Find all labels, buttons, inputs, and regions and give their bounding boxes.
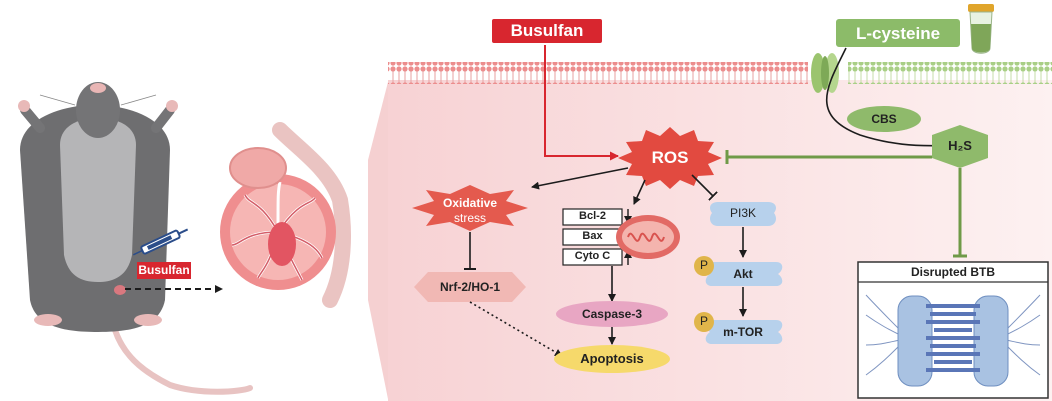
oxidative-stress-burst: [412, 185, 528, 231]
mtor-shape: [705, 320, 783, 344]
ros-burst: [618, 127, 722, 189]
caspase3-label: Caspase-3: [581, 307, 643, 321]
nrf2-label: Nrf-2/HO-1: [439, 280, 500, 294]
nrf2-hexagon: [414, 272, 526, 302]
oxidative-label: Oxidative: [442, 196, 498, 210]
akt-phospho-label: P: [699, 258, 708, 272]
bcl2-label: Bcl-2: [579, 210, 606, 222]
l-cysteine-label: L-cysteine: [855, 24, 941, 43]
busulfan-top-label: Busulfan: [510, 21, 584, 40]
mtor-phospho-circle: [694, 312, 714, 332]
cbs-pill: [847, 106, 921, 132]
h2s-hexagon: [932, 125, 988, 168]
busulfan-mouse-badge: [137, 262, 191, 279]
pi3k-shape: [710, 202, 776, 226]
akt-label: Akt: [733, 267, 753, 281]
busulfan-mouse-label: Busulfan: [138, 263, 190, 277]
stress-label: stress: [453, 211, 486, 225]
pi3k-label: PI3K: [729, 206, 756, 220]
btb-illustration: [865, 294, 1041, 376]
btb-cell-right: [973, 295, 1009, 387]
akt-shape: [705, 262, 783, 286]
cytoc-label: Cyto C: [574, 250, 611, 262]
akt-phospho-circle: [694, 256, 714, 276]
cbs-label: CBS: [871, 112, 897, 126]
bax-label: Bax: [582, 230, 603, 242]
syringe-icon: [132, 228, 189, 256]
tube-icon: [968, 4, 994, 54]
busulfan-to-ros-arrow: [544, 45, 619, 161]
mtor-label: m-TOR: [723, 325, 763, 339]
cytoc-box: [562, 248, 623, 266]
apoptosis-pill: [554, 345, 670, 373]
l-cysteine-badge: [834, 17, 962, 49]
ros-label: ROS: [651, 148, 689, 167]
mtor-phospho-label: P: [699, 314, 708, 328]
lcys-to-h2s-arrow: [825, 47, 943, 150]
transporter-icon: [811, 53, 839, 93]
mouse-illustration: [18, 82, 253, 395]
btb-junctions: [926, 304, 980, 372]
h2s-label: H₂S: [948, 138, 972, 153]
caspase3-pill: [556, 301, 668, 327]
btb-cell-left: [897, 295, 933, 387]
mitochondrion-icon: [616, 215, 680, 259]
busulfan-top-badge: [490, 17, 604, 45]
ros-to-oxidative-arrow: [531, 167, 629, 190]
testis-illustration: [220, 122, 351, 308]
membrane-pink: [388, 62, 808, 84]
ros-inhibits-pi3k: [691, 174, 718, 201]
zoom-wedge: [368, 82, 388, 399]
ros-to-mito-arrow: [633, 179, 646, 205]
membrane-green: [848, 62, 1052, 84]
btb-title-label: Disrupted BTB: [911, 265, 995, 279]
bcl2-box: [562, 208, 623, 226]
apoptosis-label: Apoptosis: [580, 351, 644, 366]
